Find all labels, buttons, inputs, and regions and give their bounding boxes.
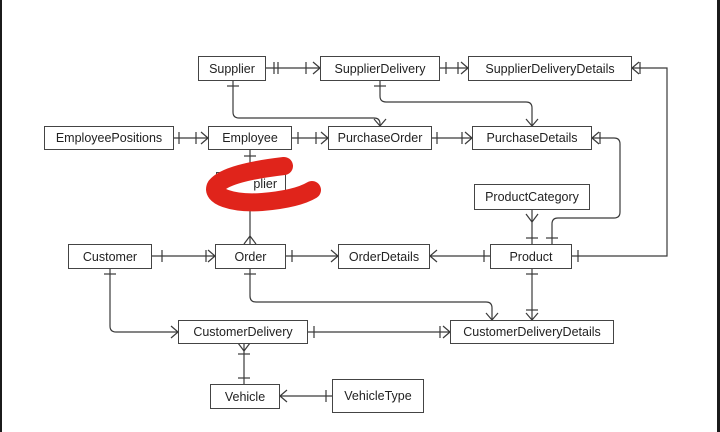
rel-supplierdeliverydetails-product	[572, 61, 668, 262]
entity-label: EmployeePositions	[55, 131, 163, 145]
rel-employee-purchaseorder	[292, 131, 329, 145]
entity-vehicle: Vehicle	[210, 384, 280, 409]
rel-supplier-purchaseorder	[227, 80, 387, 127]
rel-product-customerdeliverydetails	[525, 268, 539, 321]
entity-customer-delivery: CustomerDelivery	[178, 320, 308, 344]
rel-supplier-supplierdelivery	[265, 61, 321, 75]
entity-label: Supplier	[209, 61, 255, 76]
entity-label: Vehicle	[224, 389, 266, 404]
entity-label: PurchaseDetails	[486, 131, 578, 145]
entity-customer: Customer	[68, 244, 152, 269]
entity-employee-positions: EmployeePositions	[44, 126, 174, 150]
rel-purchasedetails-product	[546, 131, 621, 244]
rel-customer-customerdelivery	[104, 268, 179, 339]
rel-customerdelivery-details	[308, 325, 451, 339]
rel-customerdelivery-vehicle	[237, 342, 251, 384]
entity-label: PurchaseOrder	[337, 131, 423, 145]
rel-supplierdelivery-purchasedetails	[374, 80, 539, 127]
entity-label: ProductCategory	[485, 190, 579, 204]
rel-order-customerdeliverydetails	[244, 268, 499, 321]
entity-label: Customer	[82, 249, 138, 264]
entity-customer-delivery-details: CustomerDeliveryDetails	[450, 320, 614, 344]
rel-orderdetails-product	[429, 249, 490, 263]
entity-label: OrderDetails	[348, 249, 420, 264]
entity-vehicle-type: VehicleType	[332, 379, 424, 413]
entity-product: Product	[490, 244, 572, 269]
rel-productcategory-product	[525, 210, 539, 244]
entity-supplier: Supplier	[198, 56, 266, 81]
rel-customer-order	[152, 249, 216, 263]
rel-vehicle-vehicletype	[279, 389, 332, 403]
entity-label: SupplierDeliveryDetails	[485, 61, 615, 76]
entity-product-category: ProductCategory	[474, 184, 590, 210]
frame-edge-left	[0, 0, 2, 432]
rel-order-orderdetails	[286, 249, 339, 263]
entity-label: VehicleType	[344, 389, 412, 403]
rel-employeepositions-employee	[174, 131, 209, 145]
entity-label: Employee	[222, 131, 278, 145]
entity-supplier-delivery: SupplierDelivery	[320, 56, 440, 81]
entity-employee: Employee	[208, 126, 292, 150]
entity-label: Product	[509, 249, 553, 264]
entity-order: Order	[215, 244, 286, 269]
entity-label: plier	[253, 176, 277, 191]
entity-purchase-details: PurchaseDetails	[472, 126, 592, 150]
entity-purchase-order: PurchaseOrder	[328, 126, 432, 150]
entity-label: CustomerDelivery	[193, 325, 293, 339]
entity-label: Order	[234, 249, 267, 264]
entity-order-details: OrderDetails	[338, 244, 430, 269]
rel-purchaseorder-purchasedetails	[432, 131, 473, 145]
rel-supplierdelivery-details	[440, 61, 469, 75]
entity-label: SupplierDelivery	[334, 61, 426, 76]
entity-supplier-delivery-details: SupplierDeliveryDetails	[468, 56, 632, 81]
entity-label: CustomerDeliveryDetails	[463, 325, 601, 339]
frame-edge-right	[717, 0, 720, 432]
